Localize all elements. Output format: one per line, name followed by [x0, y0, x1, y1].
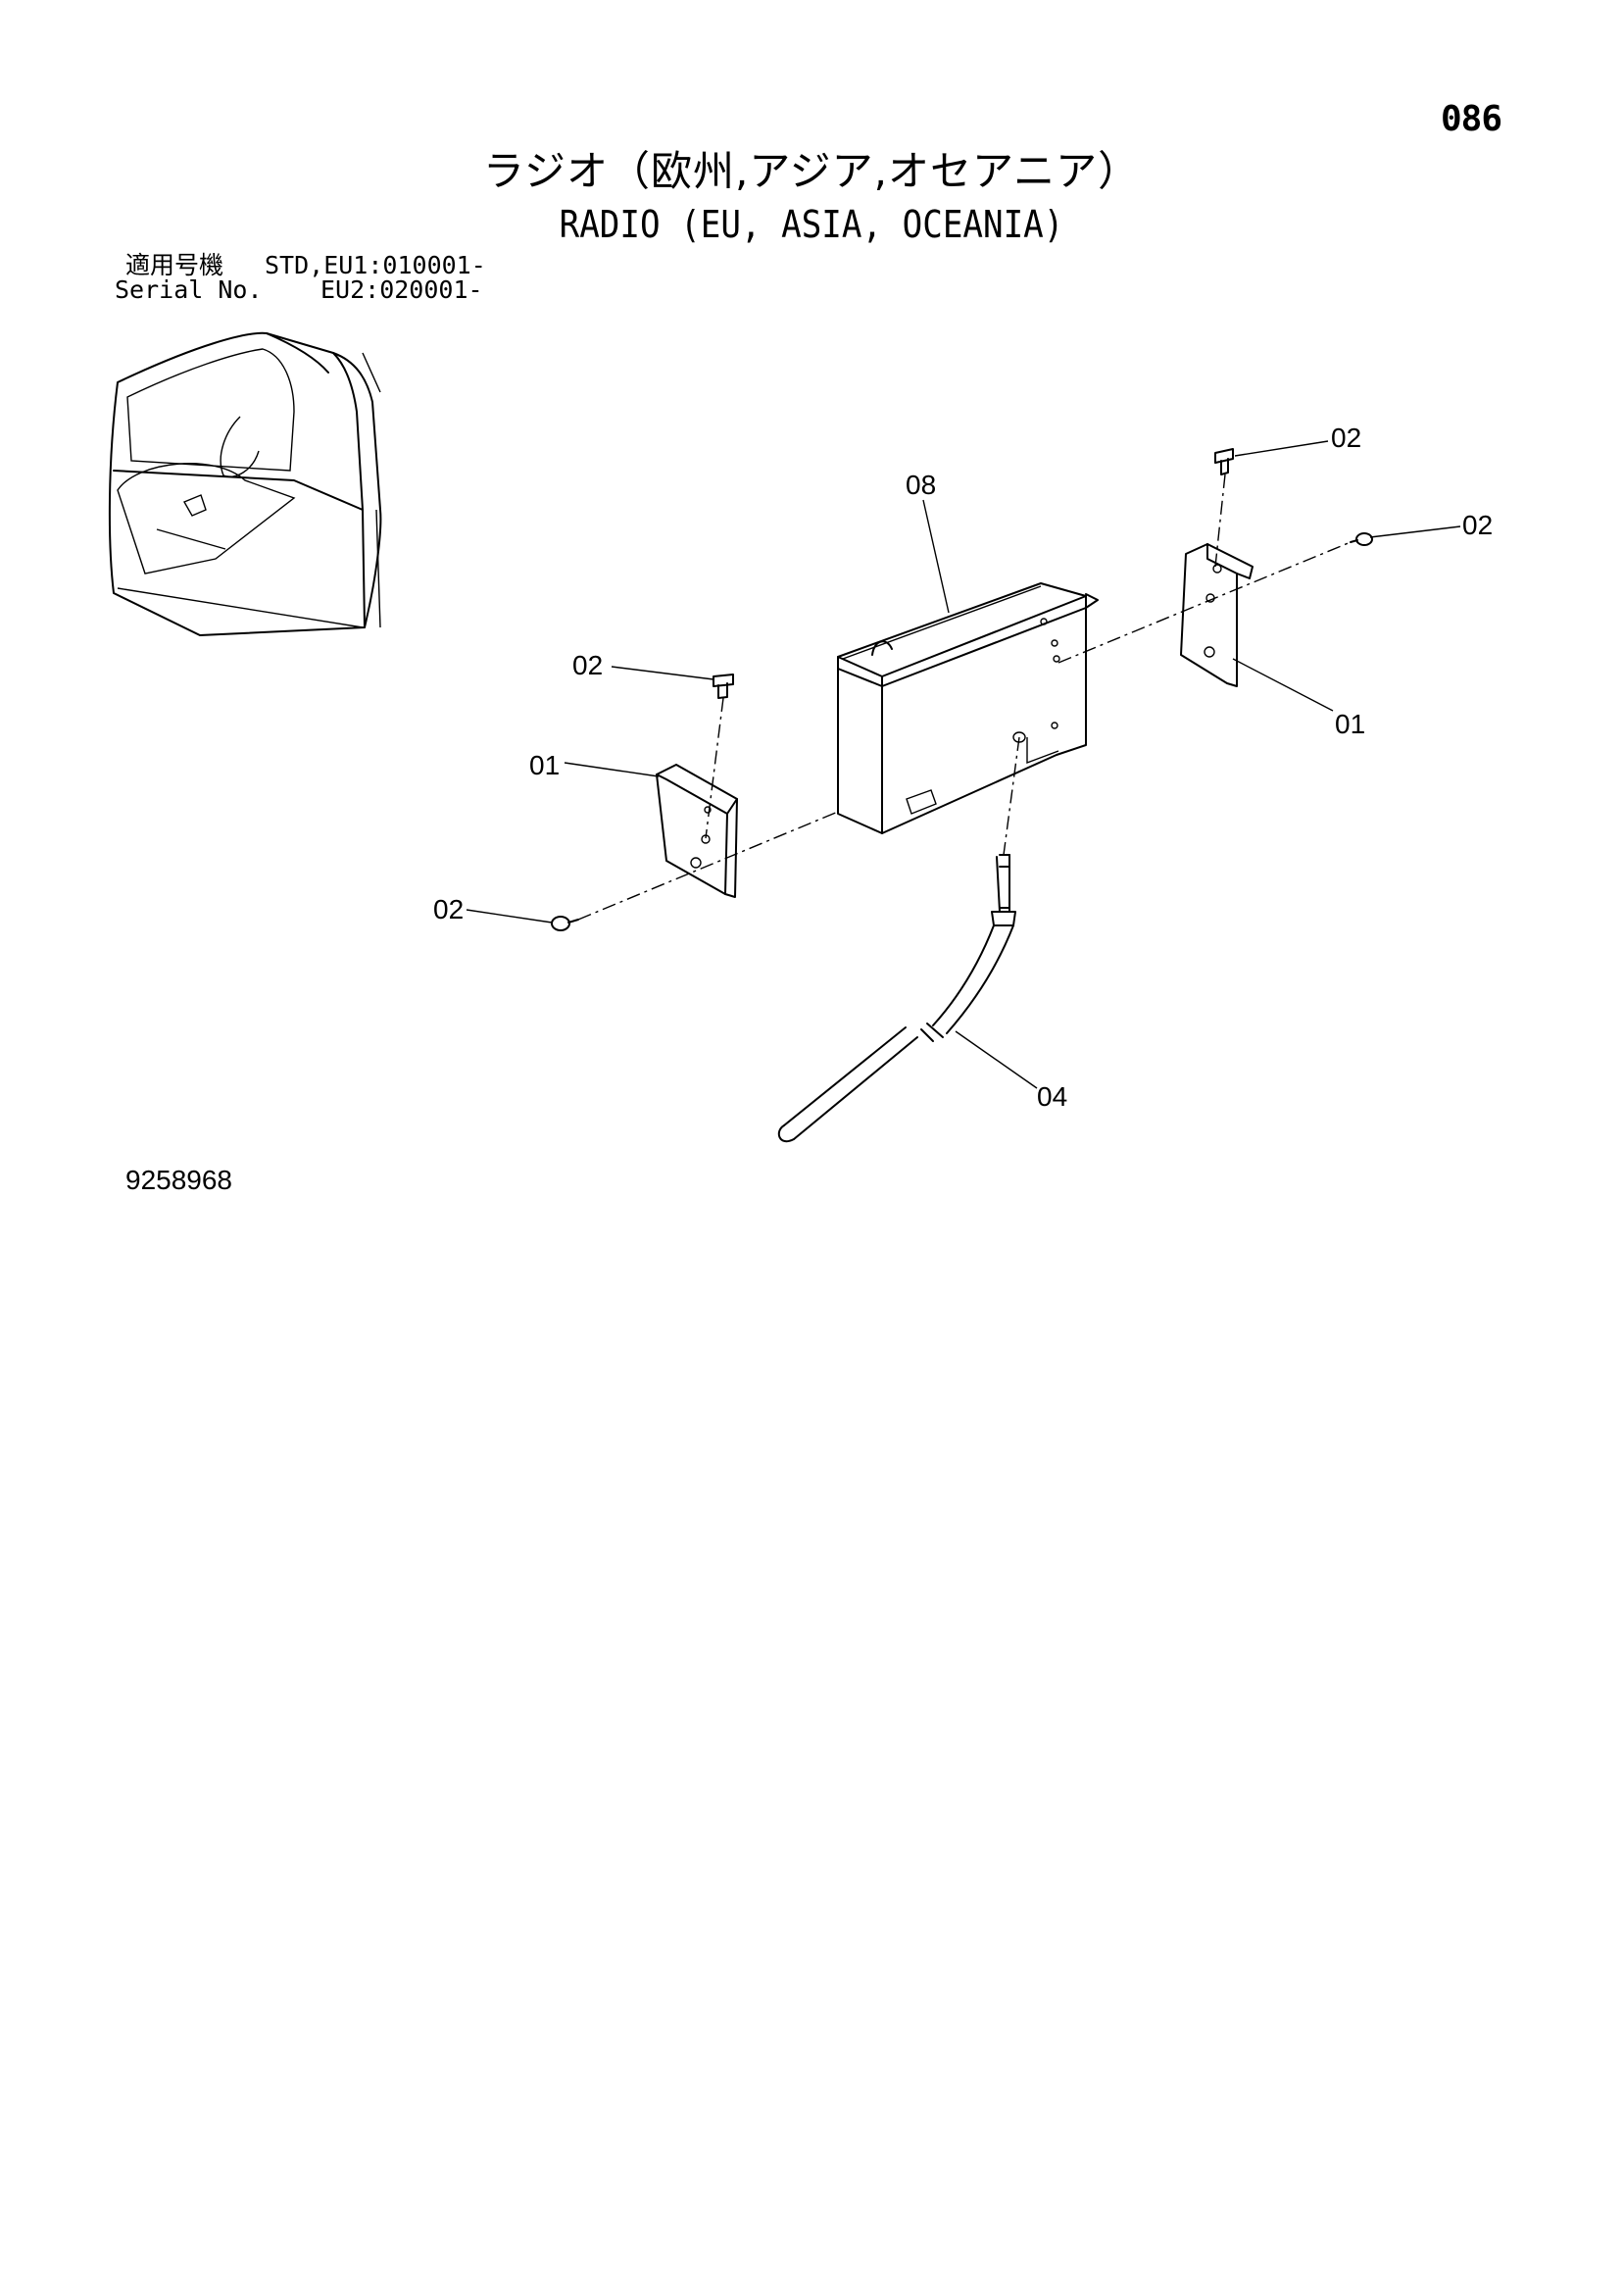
callout-bolt-left-top: 02 [572, 650, 603, 680]
title-japanese: ラジオ（欧州,アジア,オセアニア） [482, 147, 1141, 195]
title-english: RADIO (EU, ASIA, OCEANIA) [559, 203, 1064, 246]
leader-bolt-left-bottom [466, 909, 553, 923]
serial-range-2: EU2:020001- [320, 275, 483, 304]
centerline-left-vertical [705, 697, 724, 839]
bracket-right [1180, 543, 1254, 687]
callout-bracket-left: 01 [529, 750, 560, 780]
callout-radio-box: 08 [906, 470, 936, 500]
bracket-left [656, 764, 738, 898]
callout-bolt-left-bottom: 02 [433, 894, 464, 924]
callout-bolt-top-right: 02 [1331, 423, 1361, 453]
screw-left-bottom [551, 916, 579, 931]
cab-overview-illustration [108, 331, 382, 636]
leader-bolt-right [1369, 525, 1461, 538]
screw-right [1350, 532, 1373, 546]
leader-bracket-left [564, 762, 660, 777]
radio-box [837, 582, 1099, 834]
callout-antenna: 04 [1037, 1081, 1067, 1112]
leader-bolt-left-top [611, 666, 714, 680]
leader-radio-box [922, 499, 950, 614]
callout-bolt-right: 02 [1462, 510, 1493, 540]
screw-left-top [713, 674, 734, 699]
serial-label-japanese: 適用号機 [125, 251, 224, 279]
page-number: 086 [1440, 99, 1502, 139]
serial-range-1: STD,EU1:010001- [265, 251, 486, 279]
document-number: 9258968 [125, 1165, 233, 1195]
leader-bracket-right [1232, 658, 1334, 712]
leader-antenna [955, 1030, 1038, 1089]
centerline-right-vertical [1214, 474, 1226, 568]
screw-top-right [1214, 448, 1234, 475]
callout-bracket-right: 01 [1335, 709, 1365, 739]
antenna [777, 854, 1016, 1143]
centerline-antenna [1003, 736, 1020, 856]
serial-label-english: Serial No. [115, 275, 263, 304]
leader-bolt-top-right [1234, 440, 1329, 457]
centerline-left-horizontal [577, 811, 839, 921]
